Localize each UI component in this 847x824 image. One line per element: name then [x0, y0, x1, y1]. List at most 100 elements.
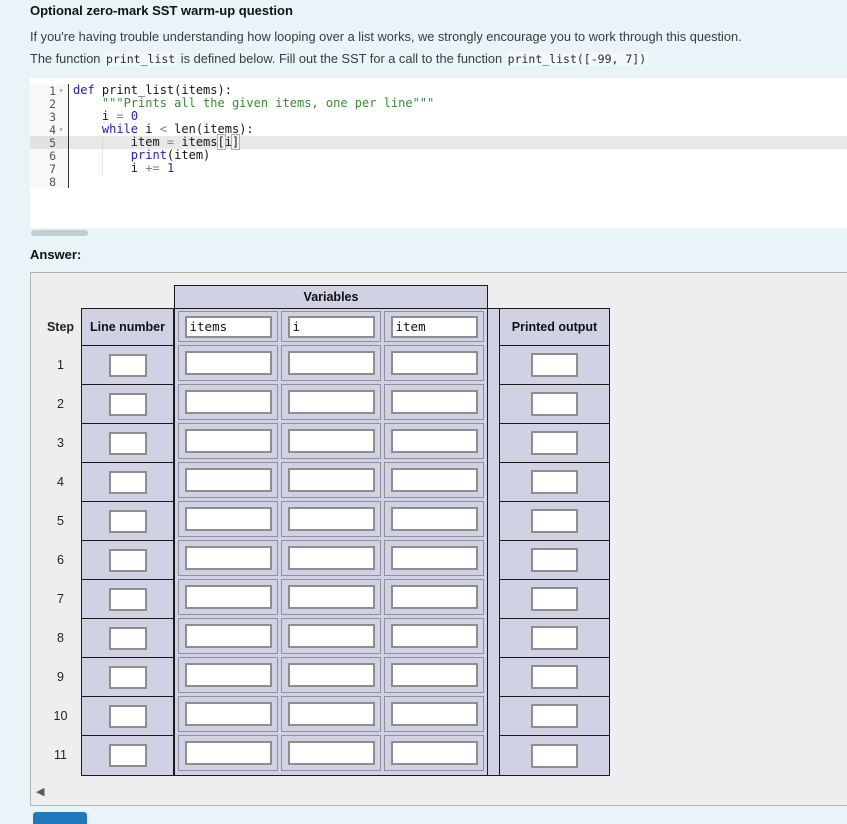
editor-code-area[interactable]: def print_list(items): """Prints all the… [69, 84, 847, 188]
variable-name-input-items[interactable] [184, 315, 272, 338]
printed-output-input-row8[interactable] [531, 626, 578, 650]
code-line[interactable]: while i < len(items): [69, 123, 847, 136]
printed-output-input-row6[interactable] [531, 548, 578, 572]
printed-output-input-row11[interactable] [531, 743, 578, 768]
line-number-input-row7[interactable] [108, 587, 147, 611]
printed-output-input-row4[interactable] [531, 470, 578, 494]
variable-items-input-row5[interactable] [184, 507, 272, 531]
variable-items-input-row2[interactable] [184, 390, 272, 414]
variable-item-input-row6[interactable] [390, 546, 478, 570]
code-token: items [174, 135, 218, 149]
variable-value-cell [281, 423, 381, 459]
code-line[interactable]: i += 1 [69, 162, 847, 175]
variable-items-input-row9[interactable] [184, 663, 272, 687]
variable-i-input-row2[interactable] [287, 390, 375, 414]
line-number-cell [82, 619, 173, 658]
code-line[interactable] [69, 175, 847, 188]
code-line[interactable]: def print_list(items): [69, 84, 847, 97]
printed-output-input-row3[interactable] [531, 431, 578, 455]
variable-items-input-row6[interactable] [184, 546, 272, 570]
line-number-input-row3[interactable] [108, 431, 147, 455]
line-number-input-row11[interactable] [108, 744, 147, 767]
line-number-input-row5[interactable] [108, 509, 147, 533]
step-number: 2 [57, 396, 64, 411]
variable-i-input-row11[interactable] [287, 741, 375, 765]
variable-i-input-row9[interactable] [287, 663, 375, 687]
line-number-input-row4[interactable] [108, 470, 147, 494]
printed-output-cell [500, 385, 609, 424]
variable-i-input-row8[interactable] [287, 624, 375, 648]
code-token: def [73, 83, 95, 97]
code-line[interactable]: print(item) [69, 149, 847, 162]
variable-item-input-row10[interactable] [390, 702, 478, 726]
printed-output-input-row1[interactable] [531, 353, 578, 377]
gutter-line-number: 1▾ [30, 84, 68, 98]
variable-item-input-row5[interactable] [390, 507, 478, 531]
variable-item-input-row2[interactable] [390, 390, 478, 414]
variable-item-input-row9[interactable] [390, 663, 478, 687]
partial-button[interactable] [33, 812, 87, 824]
printed-output-cell [500, 463, 609, 502]
variable-item-input-row7[interactable] [390, 585, 478, 609]
line-number-input-row8[interactable] [108, 626, 147, 650]
line-number-input-row10[interactable] [108, 704, 147, 728]
variable-items-input-row7[interactable] [184, 585, 272, 609]
variable-items-input-row3[interactable] [184, 429, 272, 453]
variable-value-cell [281, 696, 381, 732]
variable-name-input-item[interactable] [390, 315, 478, 338]
variable-items-input-row11[interactable] [184, 741, 272, 765]
line-number-input-row9[interactable] [108, 665, 147, 689]
line-number-cell [82, 463, 173, 502]
printed-output-input-row7[interactable] [531, 587, 578, 611]
variable-i-input-row4[interactable] [287, 468, 375, 492]
variable-items-input-row1[interactable] [184, 351, 272, 375]
fold-arrow-icon[interactable]: ▾ [58, 125, 64, 134]
printed-output-header: Printed output [500, 309, 609, 346]
variable-i-input-row3[interactable] [287, 429, 375, 453]
variable-i-input-row6[interactable] [287, 546, 375, 570]
instruction-text: The function print_list is defined below… [30, 51, 649, 66]
variable-items-input-row4[interactable] [184, 468, 272, 492]
variable-value-cell [384, 501, 484, 537]
variable-i-input-row10[interactable] [287, 702, 375, 726]
variable-item-input-row1[interactable] [390, 351, 478, 375]
code-line-active[interactable]: item = items[i] [69, 134, 847, 150]
variable-i-input-row1[interactable] [287, 351, 375, 375]
code-line[interactable]: """Prints all the given items, one per l… [69, 97, 847, 110]
variable-value-cell [384, 579, 484, 615]
variable-name-cell [281, 311, 381, 342]
fold-arrow-icon[interactable]: ▾ [58, 86, 64, 95]
variable-item-input-row4[interactable] [390, 468, 478, 492]
variable-item-input-row8[interactable] [390, 624, 478, 648]
variable-item-input-row3[interactable] [390, 429, 478, 453]
code-token: """Prints all the given items, one per l… [101, 96, 435, 110]
inline-code: print_list [103, 52, 178, 66]
variable-name-input-i[interactable] [287, 315, 375, 338]
variable-i-input-row5[interactable] [287, 507, 375, 531]
variable-i-input-row7[interactable] [287, 585, 375, 609]
code-token [124, 109, 131, 123]
editor-hscrollbar-thumb[interactable] [31, 230, 88, 236]
code-line[interactable]: i = 0 [69, 110, 847, 123]
printed-output-input-row5[interactable] [531, 509, 578, 533]
variable-value-cell [281, 579, 381, 615]
code-token: += [145, 161, 160, 175]
line-number-input-row1[interactable] [108, 353, 147, 377]
scroll-left-icon[interactable]: ◀ [36, 786, 45, 798]
line-number-input-row2[interactable] [108, 392, 147, 416]
variable-value-cell [178, 735, 278, 771]
variable-items-input-row8[interactable] [184, 624, 272, 648]
gutter-line-number: 6 [30, 149, 68, 163]
printed-output-input-row10[interactable] [531, 704, 578, 728]
variable-value-cell [384, 696, 484, 732]
variable-item-input-row11[interactable] [390, 741, 478, 765]
inline-code: print_list([-99, 7]) [505, 52, 649, 66]
variable-items-input-row10[interactable] [184, 702, 272, 726]
line-number-input-row6[interactable] [108, 548, 147, 572]
variable-value-cell [178, 462, 278, 498]
printed-output-input-row9[interactable] [531, 665, 578, 689]
printed-output-input-row2[interactable] [531, 392, 578, 416]
line-number-cell [82, 580, 173, 619]
